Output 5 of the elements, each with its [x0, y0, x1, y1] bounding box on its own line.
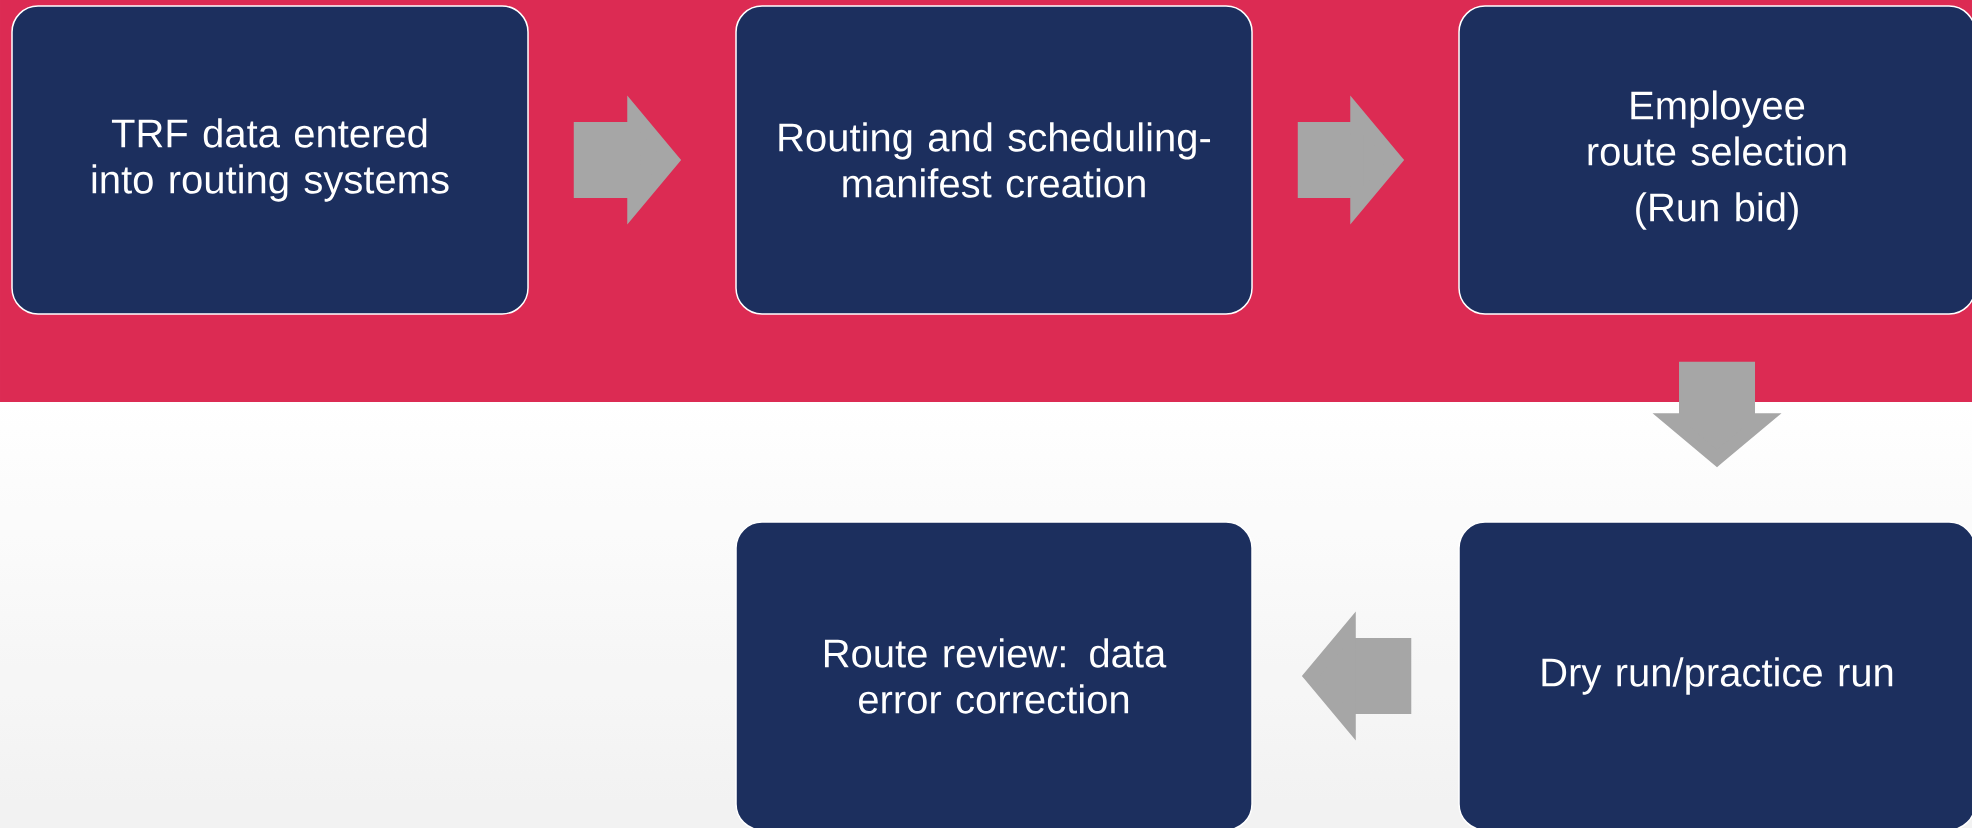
- process-box: TRF data entered into routing systems: [11, 5, 529, 315]
- process-box: Dry run/practice run: [1458, 521, 1972, 828]
- process-box: Routing and scheduling-manifest creation: [735, 5, 1253, 315]
- process-box: Route review: data error correction: [735, 521, 1253, 828]
- process-box: Employee route selection (Run bid): [1458, 5, 1972, 315]
